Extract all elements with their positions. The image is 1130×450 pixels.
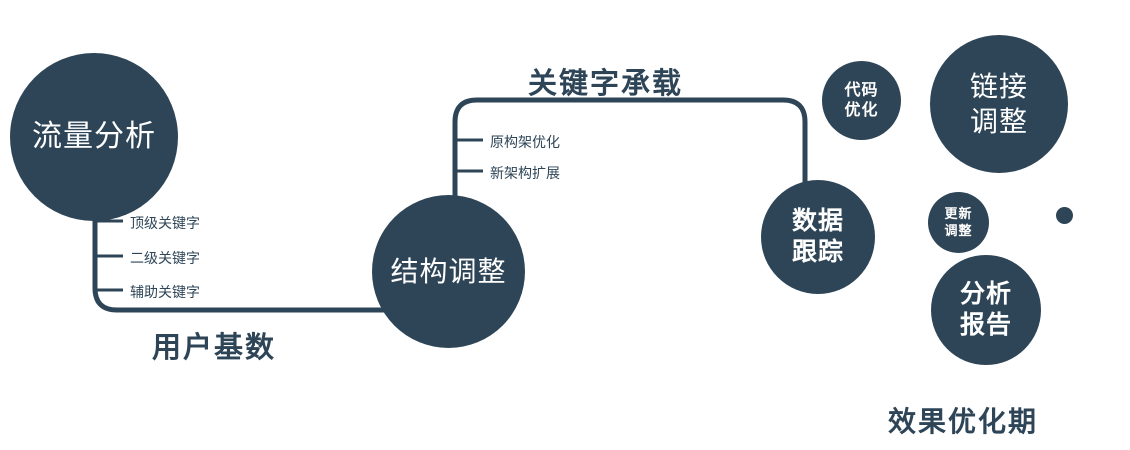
node-analysis-report: 分析 报告 — [931, 255, 1041, 365]
tick-label-top-keywords: 顶级关键字 — [130, 215, 200, 231]
node-code-optimization-line1: 代码 — [844, 81, 879, 99]
node-data-tracking-line2: 跟踪 — [791, 238, 844, 266]
node-update-adjustment-line2: 调整 — [944, 222, 973, 238]
node-analysis-report-line1: 分析 — [959, 279, 1012, 308]
node-data-tracking-line1: 数据 — [791, 206, 844, 235]
node-traffic-analysis: 流量分析 — [10, 53, 178, 221]
node-update-adjustment-line1: 更新 — [944, 206, 973, 222]
dot-marker — [1056, 207, 1073, 224]
tick-label-new-framework: 新架构扩展 — [490, 165, 560, 181]
node-structure-adjustment: 结构调整 — [372, 195, 525, 348]
edge-label-user-base: 用户基数 — [152, 332, 277, 364]
edge-label-keyword-load: 关键字承载 — [528, 68, 684, 100]
tick-label-secondary-keywords: 二级关键字 — [130, 250, 200, 266]
node-code-optimization-line2: 优化 — [844, 101, 879, 119]
node-code-optimization: 代码 优化 — [822, 61, 901, 140]
tick-label-auxiliary-keywords: 辅助关键字 — [130, 284, 200, 300]
node-update-adjustment: 更新 调整 — [928, 192, 989, 253]
tick-label-original-framework: 原构架优化 — [490, 134, 560, 150]
footer-phase-label: 效果优化期 — [888, 406, 1039, 437]
edge-user-base-path — [92, 200, 400, 313]
node-structure-adjustment-label: 结构调整 — [390, 256, 507, 287]
node-traffic-analysis-label: 流量分析 — [32, 120, 156, 154]
node-data-tracking: 数据 跟踪 — [761, 180, 875, 294]
node-link-adjustment-line2: 调整 — [969, 106, 1028, 137]
node-analysis-report-line2: 报告 — [959, 311, 1012, 339]
node-link-adjustment-line1: 链接 — [969, 71, 1028, 102]
node-link-adjustment: 链接 调整 — [930, 35, 1068, 173]
edge-keyword-load-path — [452, 97, 808, 215]
